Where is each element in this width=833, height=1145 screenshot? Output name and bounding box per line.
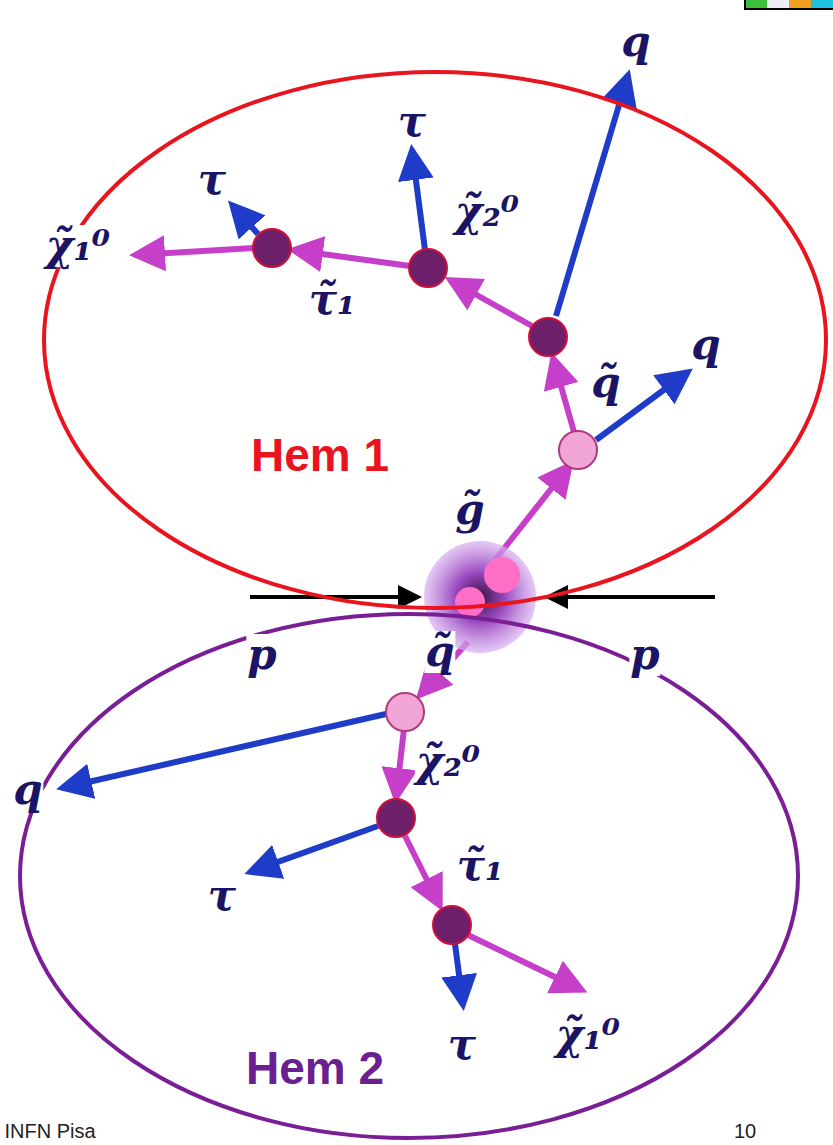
- particle-label: p: [246, 634, 277, 676]
- particle-label: q: [620, 21, 651, 63]
- particle-lines: [62, 75, 688, 1005]
- hemisphere-label: Hem 2: [246, 1045, 384, 1091]
- particle-label: τ̃₁: [308, 279, 357, 321]
- particle-label: τ: [447, 1024, 477, 1066]
- vertices: [253, 229, 597, 944]
- hemisphere-label: Hem 1: [251, 432, 389, 478]
- sparticle-lines: [135, 248, 582, 990]
- hemisphere-ellipse: Hem 2: [18, 612, 800, 1140]
- particle-label: p: [629, 634, 660, 676]
- particle-label: χ̃₁⁰: [45, 225, 111, 267]
- particle-label: τ̃₁: [456, 845, 505, 887]
- particle-label: τ: [397, 101, 427, 143]
- particle-label: g̃: [454, 489, 485, 531]
- particle-label: q̃: [424, 631, 455, 673]
- parton: [455, 587, 485, 617]
- particle-label: χ̃₂⁰: [454, 191, 520, 233]
- particle-label: τ: [197, 159, 227, 201]
- parton: [484, 557, 520, 593]
- particle-label: χ̃₂⁰: [415, 741, 481, 783]
- particle-label: q: [12, 769, 43, 811]
- particle-label: τ: [207, 875, 237, 917]
- particle-label: χ̃₁⁰: [555, 1014, 621, 1056]
- header-bar: [745, 0, 833, 9]
- footer-text: 10: [733, 1121, 757, 1141]
- particle-label: q: [690, 324, 721, 366]
- footer-text: INFN Pisa: [3, 1121, 96, 1141]
- particle-label: q̃: [590, 362, 621, 404]
- ellipse-outline: [18, 612, 800, 1140]
- proton-beam: [548, 595, 715, 599]
